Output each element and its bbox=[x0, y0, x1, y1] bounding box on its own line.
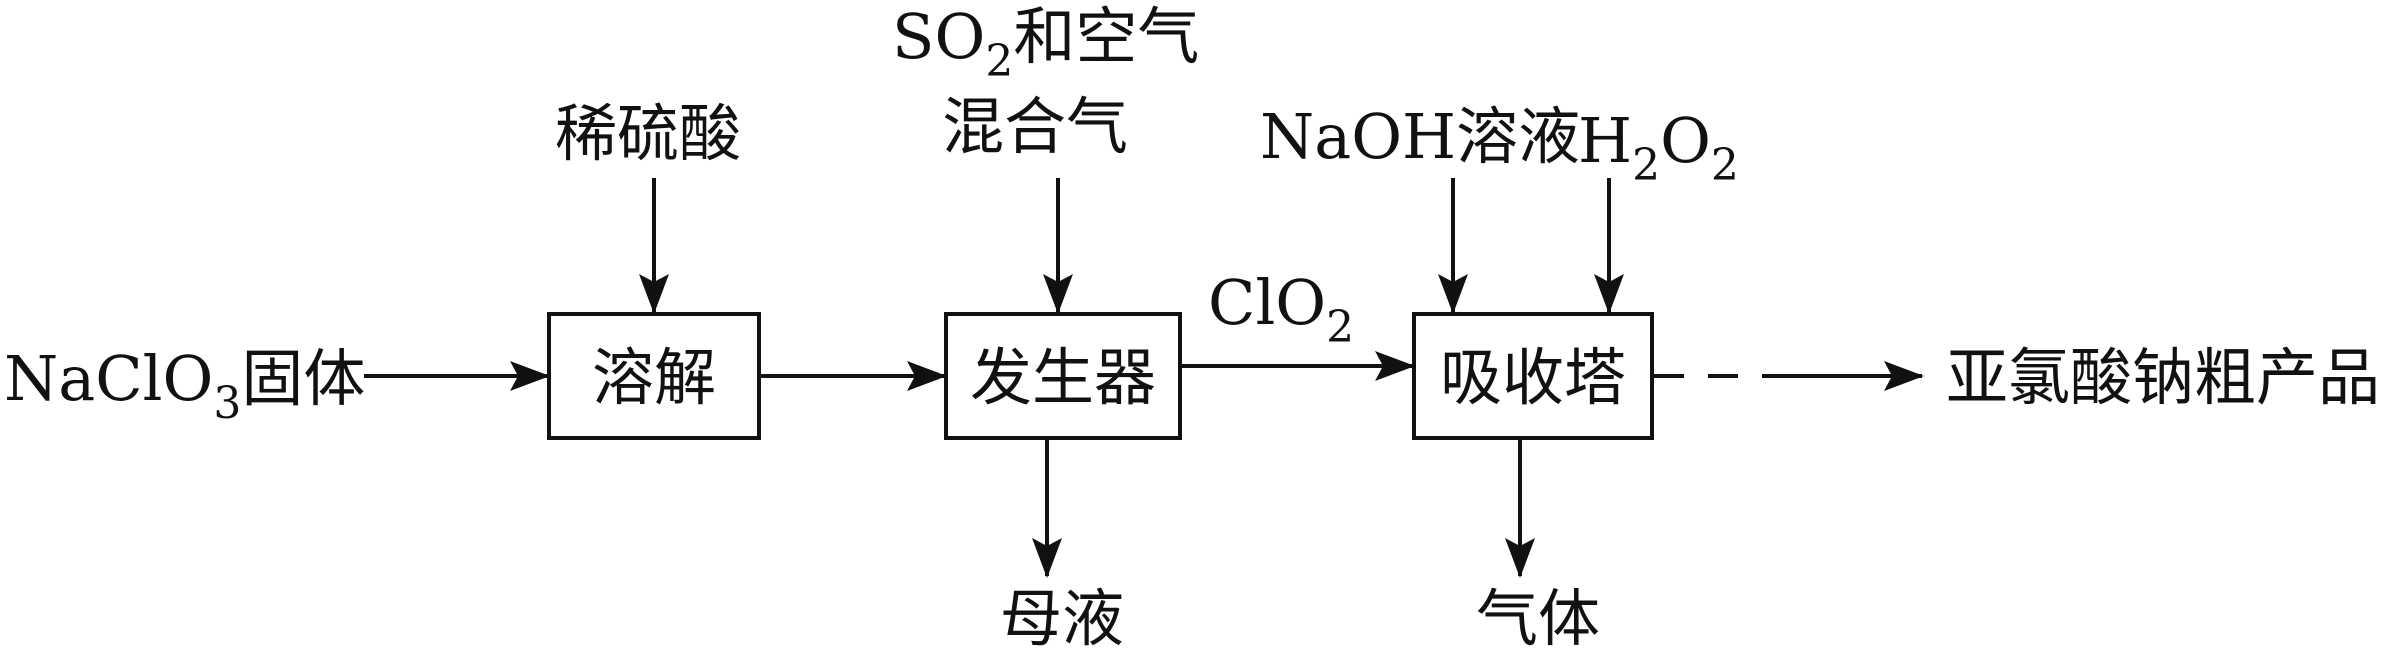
output-product-label: 亚氯酸钠粗产品 bbox=[1946, 341, 2380, 414]
output-mother-liquor-label: 母液 bbox=[1000, 582, 1124, 655]
absorber-box bbox=[1412, 312, 1654, 440]
dissolve-box-label: 溶解 bbox=[592, 341, 716, 414]
input-so2-air-label: SO2和空气 bbox=[892, 0, 1199, 87]
dissolve-box bbox=[547, 312, 761, 440]
input-naoh-label: NaOH溶液 bbox=[1260, 100, 1580, 173]
input-naclo3-label: NaClO3固体 bbox=[4, 342, 365, 429]
stream-clo2-label: ClO2 bbox=[1208, 266, 1354, 353]
absorber-box-label: 吸收塔 bbox=[1440, 341, 1626, 414]
input-h2o2-label: H2O2 bbox=[1578, 104, 1739, 191]
input-sulfuric-acid-label: 稀硫酸 bbox=[555, 97, 741, 170]
input-mixed-gas-label: 混合气 bbox=[942, 90, 1128, 163]
output-gas-label: 气体 bbox=[1476, 582, 1600, 655]
generator-box-label: 发生器 bbox=[970, 341, 1156, 414]
generator-box bbox=[944, 312, 1182, 440]
